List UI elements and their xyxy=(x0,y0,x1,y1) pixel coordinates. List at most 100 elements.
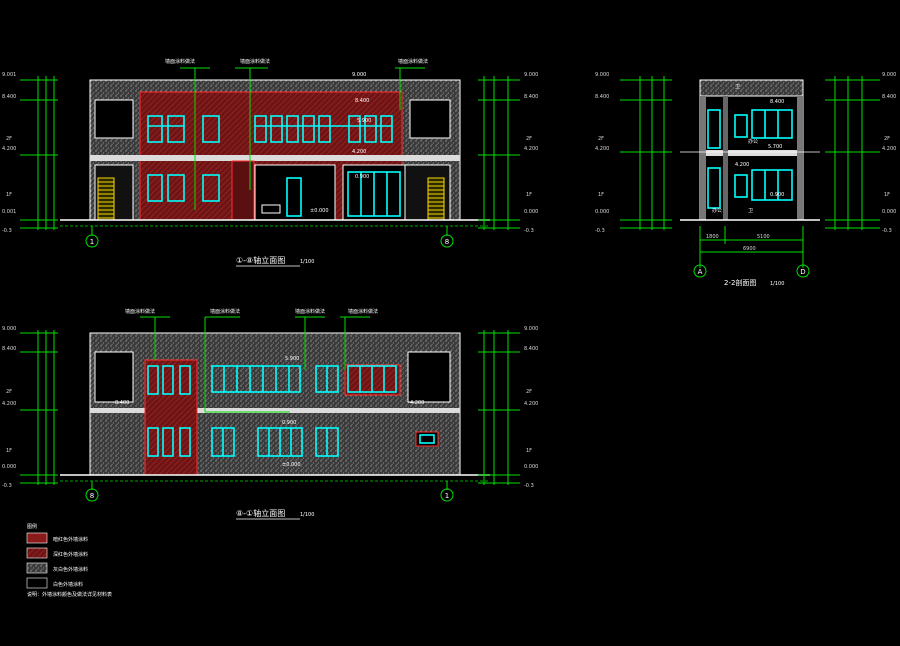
rear-mark-3: 8.400 xyxy=(115,400,129,406)
rear-title: ⑧-①轴立面图 xyxy=(236,508,285,518)
front-left-elev-roof: 8.400 xyxy=(2,94,16,100)
section-dim-1: 1800 xyxy=(706,234,719,240)
front-right-elev-roof: 8.400 xyxy=(524,94,538,100)
section-left-floor-2f: 2F xyxy=(598,136,604,142)
rear-mark-2: 4.200 xyxy=(410,400,424,406)
legend-swatch-2 xyxy=(26,547,48,559)
rear-mark-4: 0.900 xyxy=(282,420,296,426)
front-mark-4: 4.200 xyxy=(352,149,366,155)
rear-axis-8 xyxy=(85,488,99,502)
rear-right-floor-2f: 2F xyxy=(526,389,532,395)
section-axis-a-label: A xyxy=(698,268,703,276)
section-axis-d xyxy=(796,264,810,278)
front-right-elev-ground: -0.3 xyxy=(524,228,534,234)
rear-axis-8-label: 8 xyxy=(90,492,94,500)
section-bottom-dimensions: 1800 5100 6900 xyxy=(699,226,804,268)
rear-leader-label-3: 墙面涂料做法 xyxy=(295,308,325,315)
front-right-elev-top: 9.000 xyxy=(524,72,538,78)
section-mark-4: 0.900 xyxy=(770,192,784,198)
rear-axis-1-label: 1 xyxy=(445,492,449,500)
front-left-elev-ground: -0.3 xyxy=(2,228,12,234)
section-right-elev-2f: 4.200 xyxy=(882,146,896,152)
front-left-elev-top: 9.001 xyxy=(2,72,16,78)
rear-right-elev-2f: 4.200 xyxy=(524,401,538,407)
section-parapet xyxy=(699,79,804,97)
rear-upper-windows xyxy=(147,365,397,395)
front-leaders: 墙面涂料做法 墙面涂料做法 墙面涂料做法 xyxy=(165,58,428,210)
section-dim-2: 5100 xyxy=(757,234,770,240)
rear-right-floor-1f: 1F xyxy=(526,448,532,454)
section-left-wall xyxy=(700,96,706,220)
rear-left-elev-2f: 4.200 xyxy=(2,401,16,407)
section-axis-a xyxy=(693,264,707,278)
rear-left-elev-0: 0.000 xyxy=(2,464,16,470)
section-right-dimensions: 9.000 8.400 2F 4.200 1F 0.000 -0.3 xyxy=(825,72,896,234)
section-room-3: 办公 xyxy=(748,138,758,145)
section-left-elev-0: 0.000 xyxy=(595,209,609,215)
rear-right-balcony xyxy=(407,351,451,403)
front-mark-6: 0.900 xyxy=(355,174,369,180)
section-mid-wall xyxy=(723,96,728,220)
front-elevation: 墙面涂料做法 墙面涂料做法 墙面涂料做法 9.000 8.400 5.900 4… xyxy=(2,58,538,267)
section-room-4: 卫 xyxy=(735,84,740,90)
section-left-elev-top: 9.000 xyxy=(595,72,609,78)
rear-mark-1: 5.900 xyxy=(285,356,299,362)
front-right-stair xyxy=(427,177,445,221)
legend-note: 说明：外墙涂料颜色及做法详见材料表 xyxy=(27,591,112,598)
front-mark-3: 5.900 xyxy=(357,118,371,124)
rear-lower-windows xyxy=(147,427,439,457)
rear-leader-label-2: 墙面涂料做法 xyxy=(210,308,240,315)
front-right-balcony xyxy=(409,99,451,139)
section-right-elev-ground: -0.3 xyxy=(882,228,892,234)
front-leader-label-3: 墙面涂料做法 xyxy=(398,58,428,65)
rear-leader-label-1: 墙面涂料做法 xyxy=(125,308,155,315)
rear-right-elev-0: 0.000 xyxy=(524,464,538,470)
front-leader-label-2: 墙面涂料做法 xyxy=(240,58,270,65)
section-2-2: 办公 卫 办公 卫 8.400 5.700 4.200 0.900 9.000 … xyxy=(595,72,896,287)
legend-label-3: 灰白色外墙涂料 xyxy=(53,566,88,573)
rear-left-floor-1f: 1F xyxy=(6,448,12,454)
section-right-floor-2f: 2F xyxy=(884,136,890,142)
rear-axis-1 xyxy=(440,488,454,502)
rear-mark-5: ±0.000 xyxy=(282,462,301,468)
front-right-floor-1f: 1F xyxy=(526,192,532,198)
front-pillar xyxy=(231,160,255,221)
front-left-elev-0: 0.001 xyxy=(2,209,16,215)
section-right-elev-0: 0.000 xyxy=(882,209,896,215)
front-axis-1 xyxy=(85,234,99,248)
rear-leaders: 墙面涂料做法 墙面涂料做法 墙面涂料做法 墙面涂料做法 xyxy=(125,308,378,413)
rear-left-elev-top: 9.000 xyxy=(2,326,16,332)
legend-swatch-4 xyxy=(26,577,48,589)
front-title: ①-⑧轴立面图 xyxy=(236,255,285,265)
section-dim-3: 6900 xyxy=(743,246,756,252)
rear-left-elev-roof: 8.400 xyxy=(2,346,16,352)
legend-label-4: 白色外墙涂料 xyxy=(53,581,83,588)
section-axis-d-label: D xyxy=(800,268,805,276)
section-left-floor-1f: 1F xyxy=(598,192,604,198)
front-floor-band xyxy=(90,155,460,161)
rear-floor-band xyxy=(90,408,460,413)
section-right-wall xyxy=(797,96,803,220)
section-mark-1: 8.400 xyxy=(770,99,784,105)
rear-right-dimensions: 9.000 8.400 2F 4.200 1F 0.000 -0.3 xyxy=(478,326,538,489)
legend-label-2: 深红色外墙涂料 xyxy=(53,551,88,558)
section-scale: 1/100 xyxy=(770,281,784,287)
rear-left-dimensions: 9.000 8.400 2F 4.200 1F 0.000 -0.3 xyxy=(2,326,58,489)
front-left-floor-1f: 1F xyxy=(6,192,12,198)
section-left-elev-roof: 8.400 xyxy=(595,94,609,100)
rear-left-floor-2f: 2F xyxy=(6,389,12,395)
front-lower-windows xyxy=(147,171,401,217)
front-mark-2: 8.400 xyxy=(355,98,369,104)
front-leader-label-1: 墙面涂料做法 xyxy=(165,58,195,65)
section-right-elev-roof: 8.400 xyxy=(882,94,896,100)
front-mark-5: ±0.000 xyxy=(310,208,329,214)
front-axis-1-label: 1 xyxy=(90,238,94,246)
front-left-elev-2f: 4.200 xyxy=(2,146,16,152)
section-title: 2-2剖面图 xyxy=(724,278,756,287)
rear-leader-label-4: 墙面涂料做法 xyxy=(348,308,378,315)
front-left-floor-2f: 2F xyxy=(6,136,12,142)
front-right-floor-2f: 2F xyxy=(526,136,532,142)
front-right-dimensions: 9.000 8.400 2F 4.200 1F 0.000 -0.3 xyxy=(478,72,538,234)
rear-right-elev-roof: 8.400 xyxy=(524,346,538,352)
